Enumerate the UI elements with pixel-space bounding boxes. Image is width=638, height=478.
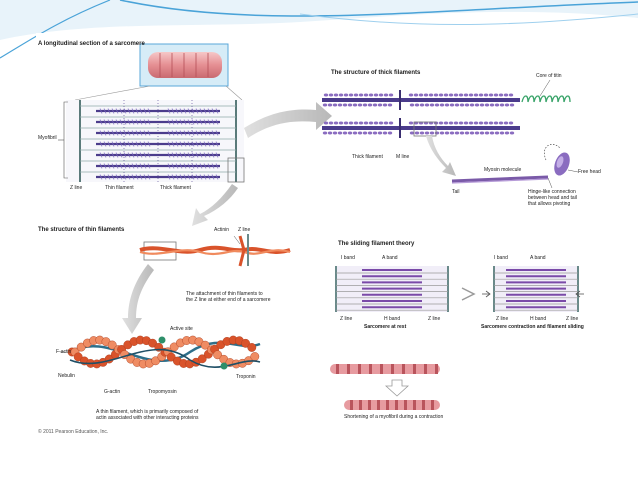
arrow-to-thick-filaments — [244, 102, 332, 138]
contracted-h-band-label: H band — [530, 316, 547, 322]
copyright-notice: © 2011 Pearson Education, Inc. — [38, 429, 109, 435]
attachment-caption-2: the Z line at either end of a sarcomere — [186, 297, 271, 303]
sarcomere-contraction-label: Sarcomere contraction and filament slidi… — [481, 324, 584, 330]
myofibril-resting — [330, 364, 440, 374]
hinge-label-1: Hinge-like connection — [528, 189, 576, 195]
contracted-a-band-label: A band — [530, 255, 546, 261]
g-actin-label: G-actin — [104, 389, 121, 395]
myofibril-contracted — [344, 400, 440, 410]
myofibril-label: Myofibril — [38, 135, 57, 141]
rest-z-line-left: Z line — [340, 316, 353, 322]
sarcomere-section — [66, 100, 244, 182]
right-arrow-icon — [461, 287, 476, 301]
rest-z-line-right: Z line — [428, 316, 441, 322]
m-line-label: M line — [396, 154, 410, 160]
thick-filament-label: Thick filament — [160, 185, 191, 191]
thin-filament-attachment — [139, 234, 291, 267]
hinge-label-2: between head and tail — [528, 195, 577, 201]
shortening-caption: Shortening of a myofibril during a contr… — [344, 414, 444, 420]
sarcomere-contracted — [493, 266, 579, 312]
sarcomere-at-rest — [335, 266, 449, 312]
active-site-label: Active site — [170, 326, 193, 332]
actinin-label: Actinin — [214, 227, 230, 233]
myosin-molecule-label: Myosin molecule — [484, 167, 522, 173]
thin-caption-1: A thin filament, which is primarily comp… — [96, 409, 199, 415]
nebulin-label: Nebulin — [58, 373, 75, 379]
sarcomere-title: A longitudinal section of a sarcomere — [38, 41, 145, 47]
tail-label: Tail — [452, 189, 460, 195]
contracted-z-line-left: Z line — [496, 316, 509, 322]
z-line-label-2: Z line — [238, 227, 251, 233]
thick-filaments-title: The structure of thick filaments — [331, 70, 421, 76]
z-line-label: Z line — [70, 185, 83, 191]
tropomyosin-label: Tropomyosin — [148, 389, 177, 395]
header-swoosh-line-3 — [299, 13, 638, 26]
sarcomere-at-rest-label: Sarcomere at rest — [364, 324, 407, 330]
thin-filament-label: Thin filament — [105, 185, 134, 191]
zoom-box-thick — [227, 157, 245, 183]
attachment-caption-1: The attachment of thin filaments to — [186, 291, 263, 297]
contracted-z-line-right: Z line — [566, 316, 579, 322]
thin-caption-2: actin associated with other interacting … — [96, 415, 199, 421]
thin-filaments-title: The structure of thin filaments — [38, 227, 125, 233]
hinge-label-3: that allows pivoting — [528, 201, 571, 207]
troponin-label: Troponin — [236, 374, 256, 380]
contracted-i-band-label: I band — [494, 255, 508, 261]
myosin-tail — [451, 175, 549, 183]
titin-coil — [521, 95, 571, 103]
zoom-box-myosin — [413, 121, 437, 137]
arrow-to-thin-detail — [122, 264, 154, 334]
f-actin-label: F-actin — [56, 349, 72, 355]
myofibril-cylinder-inset — [74, 43, 243, 101]
rest-h-band-label: H band — [384, 316, 401, 322]
a-band-label: A band — [382, 255, 398, 261]
header-swoosh-line-2 — [0, 0, 111, 59]
header-swoosh-line — [119, 0, 638, 17]
i-band-label: I band — [341, 255, 355, 261]
core-of-titin-label: Core of titin — [536, 73, 562, 79]
thick-filament-label-2: Thick filament — [352, 154, 383, 160]
sliding-filament-title: The sliding filament theory — [338, 241, 415, 247]
down-arrow-icon — [384, 379, 410, 397]
thick-filament-structure — [322, 79, 579, 189]
myofibril-bracket — [58, 101, 68, 179]
free-head-label: Free head — [578, 169, 601, 175]
arrow-to-thin-filaments — [192, 184, 238, 226]
thin-filament-detail — [60, 335, 261, 370]
